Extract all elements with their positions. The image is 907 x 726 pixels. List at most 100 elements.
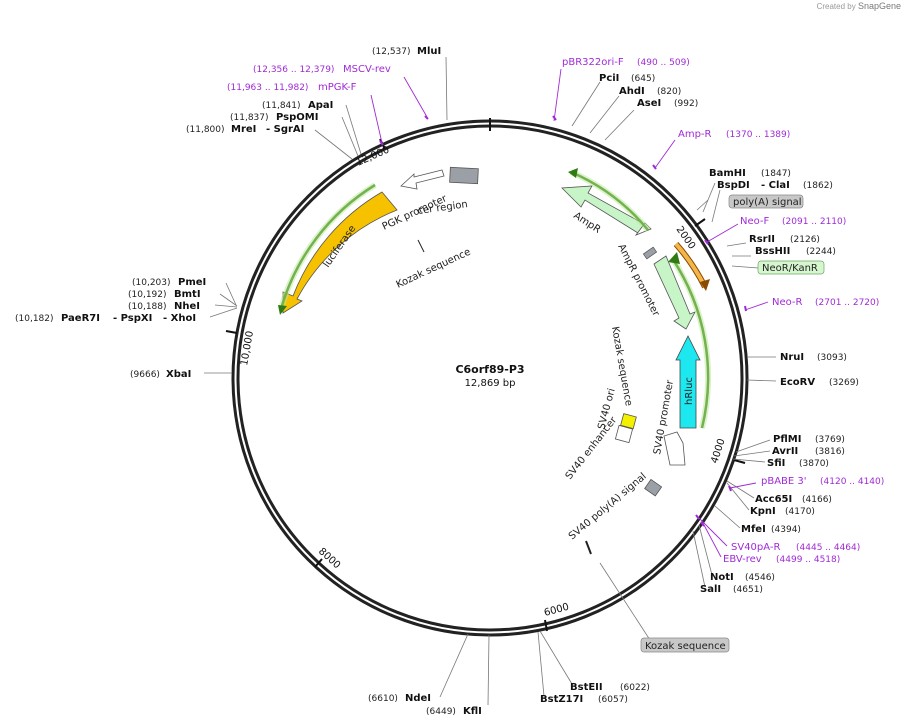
pcii-pos: (645) [631, 74, 655, 84]
kfli-site[interactable]: KflI [463, 706, 482, 717]
pflmi-site[interactable]: PflMI [773, 434, 801, 445]
ampr-primer[interactable]: Amp-R [678, 129, 712, 140]
apai-site[interactable]: ApaI [308, 100, 333, 111]
pspomi-site[interactable]: PspOMI [276, 112, 318, 123]
mrei-site[interactable]: MreI [231, 124, 256, 135]
bmti-site[interactable]: BmtI [174, 289, 201, 300]
bstz17i-pos: (6057) [598, 695, 628, 705]
ndei-pos: (6610) [368, 694, 398, 704]
kozak-sequence-box[interactable] [640, 637, 730, 653]
mpgk-primer[interactable]: mPGK-F [318, 82, 357, 93]
tick-4000 [733, 459, 746, 464]
primer-leader-lines [370, 68, 769, 558]
rsrii-site[interactable]: RsrII [749, 234, 775, 245]
sv40-polya-label: SV40 poly(A) signal [567, 471, 649, 542]
avrii-site[interactable]: AvrII [772, 446, 798, 457]
mlui-pos: (12,537) [372, 47, 411, 57]
tick-8000 [314, 558, 323, 568]
sgrai-site[interactable]: - SgrAI [266, 124, 304, 135]
mrei-pos: (11,800) [186, 125, 225, 135]
polya-signal-box[interactable] [728, 194, 804, 209]
noti-site[interactable]: NotI [710, 572, 734, 583]
ndei-site[interactable]: NdeI [405, 693, 431, 704]
sv40-enhancer-label: SV40 enhancer [564, 414, 620, 481]
sv40pa-primer[interactable]: SV40pA-R [731, 542, 780, 553]
bsteii-site[interactable]: BstEII [570, 682, 603, 693]
credit-prefix: Created by [816, 2, 856, 11]
cer-region-box [449, 166, 479, 185]
hrluc-feature[interactable]: hRluc [675, 335, 701, 429]
xhoi-site[interactable]: - XhoI [163, 313, 196, 324]
hrluc-label: hRluc [684, 377, 695, 405]
acc65i-pos: (4166) [802, 495, 832, 505]
bsshii-site[interactable]: BssHII [755, 246, 790, 257]
pspomi-pos: (11,837) [230, 113, 269, 123]
pcii-site[interactable]: PciI [599, 73, 619, 84]
neor-kanr-box[interactable] [757, 260, 825, 275]
pmei-pos: (10,203) [132, 278, 171, 288]
leader-lines [204, 56, 777, 706]
neor-primer[interactable]: Neo-R [772, 297, 803, 308]
bspdi-pos: (1862) [803, 181, 833, 191]
tick-label-8000: 8000 [316, 546, 342, 571]
acc65i-site[interactable]: Acc65I [755, 494, 792, 505]
bspdi-site[interactable]: BspDI [717, 180, 750, 191]
pspxi-site[interactable]: - PspXI [113, 313, 152, 324]
sfii-pos: (3870) [799, 459, 829, 469]
rsrii-pos: (2126) [790, 235, 820, 245]
xbai-pos: (9666) [130, 370, 160, 380]
mpgk-range: (11,963 .. 11,982) [227, 83, 308, 93]
neof-primer[interactable]: Neo-F [740, 216, 770, 227]
ahdi-site[interactable]: AhdI [619, 86, 645, 97]
pmei-site[interactable]: PmeI [178, 277, 206, 288]
sfii-site[interactable]: SfiI [767, 458, 785, 469]
nhei-site[interactable]: NheI [174, 301, 200, 312]
sv40-polya-box [644, 478, 663, 497]
kozak-bottom-mark [585, 540, 592, 555]
tick-label-4000: 4000 [709, 437, 727, 465]
ampr-promoter-label: AmpR promoter [615, 242, 661, 319]
sv40-enhancer-box [614, 424, 634, 444]
ecorv-pos: (3269) [829, 378, 859, 388]
noti-pos: (4546) [745, 573, 775, 583]
plasmid-length: 12,869 bp [465, 378, 516, 389]
mfei-site[interactable]: MfeI [741, 524, 766, 535]
pbabe-primer[interactable]: pBABE 3' [761, 476, 807, 487]
ebv-primer[interactable]: EBV-rev [723, 554, 762, 565]
mscv-primer[interactable]: MSCV-rev [343, 64, 391, 75]
sv40-ori-box [620, 413, 637, 430]
nhei-pos: (10,188) [128, 302, 167, 312]
xbai-site[interactable]: XbaI [166, 369, 191, 380]
ampr-promoter-box [642, 246, 658, 260]
clai-site[interactable]: - ClaI [761, 180, 790, 191]
polya-signal-label: poly(A) signal [733, 197, 802, 208]
kfli-pos: (6449) [426, 707, 456, 717]
pbr322-primer[interactable]: pBR322ori-F [562, 57, 624, 68]
tick-10000 [225, 330, 238, 334]
mlui-site[interactable]: MluI [417, 46, 441, 57]
bsshii-pos: (2244) [806, 247, 836, 257]
pbabe-range: (4120 .. 4140) [820, 477, 884, 487]
plasmid-name: C6orf89-P3 [455, 363, 524, 376]
kpni-pos: (4170) [785, 507, 815, 517]
asei-site[interactable]: AseI [637, 98, 661, 109]
ecorv-site[interactable]: EcoRV [780, 377, 815, 388]
neof-range: (2091 .. 2110) [782, 217, 846, 227]
kpni-site[interactable]: KpnI [750, 506, 776, 517]
asei-pos: (992) [674, 99, 698, 109]
paer7i-site[interactable]: PaeR7I [61, 313, 100, 324]
bamhi-pos: (1847) [761, 169, 791, 179]
nrui-pos: (3093) [817, 353, 847, 363]
bamhi-site[interactable]: BamHI [709, 168, 746, 179]
neor-kanr-label: NeoR/KanR [762, 263, 818, 274]
tick-2000 [694, 218, 706, 227]
bstz17i-site[interactable]: BstZ17I [540, 694, 583, 705]
sali-site[interactable]: SalI [700, 584, 721, 595]
ebv-range: (4499 .. 4518) [776, 555, 840, 565]
kozak-left-label: Kozak sequence [395, 247, 473, 291]
nrui-site[interactable]: NruI [780, 352, 804, 363]
pgk-promoter-feature[interactable]: PGK promoter [381, 169, 450, 233]
bmti-pos: (10,192) [128, 290, 167, 300]
avrii-pos: (3816) [815, 447, 845, 457]
